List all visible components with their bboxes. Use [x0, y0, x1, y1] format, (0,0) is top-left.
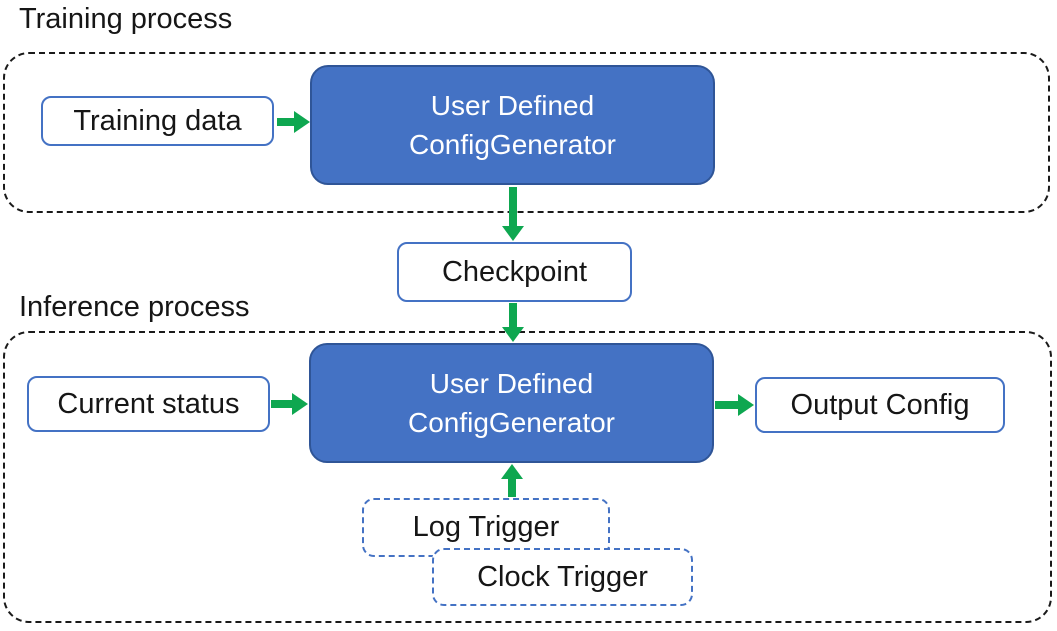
- arrow-shaft: [509, 187, 517, 227]
- arrow-right-head-icon: [294, 111, 310, 133]
- arrow-shaft: [508, 478, 516, 497]
- checkpoint-box: Checkpoint: [397, 242, 632, 302]
- arrow-generator-to-output-config: [715, 394, 754, 416]
- inference-config-generator-box: User Defined ConfigGenerator: [309, 343, 714, 463]
- arrow-checkpoint-to-generator: [502, 303, 524, 342]
- arrow-shaft: [509, 303, 517, 328]
- training-data-box: Training data: [41, 96, 274, 146]
- training-generator-line2: ConfigGenerator: [408, 129, 616, 160]
- arrow-down-head-icon: [502, 327, 524, 342]
- inference-generator-line1: User Defined: [429, 368, 594, 399]
- arrow-right-head-icon: [292, 393, 308, 415]
- inference-process-container: [3, 331, 1052, 623]
- log-trigger-box: Log Trigger: [362, 498, 610, 557]
- training-config-generator-box: User Defined ConfigGenerator: [310, 65, 715, 185]
- arrow-down-head-icon: [502, 226, 524, 241]
- training-generator-line1: User Defined: [430, 90, 595, 121]
- arrow-generator-to-checkpoint: [502, 187, 524, 241]
- arrow-triggers-to-generator: [501, 464, 523, 497]
- arrow-shaft: [277, 118, 295, 126]
- inference-generator-line2: ConfigGenerator: [407, 407, 615, 438]
- arrow-right-head-icon: [738, 394, 754, 416]
- training-process-label: Training process: [19, 3, 233, 35]
- output-config-box: Output Config: [755, 377, 1005, 433]
- training-process-container: [3, 52, 1050, 213]
- arrow-current-status-to-generator: [271, 393, 308, 415]
- arrow-shaft: [715, 401, 739, 409]
- inference-process-label: Inference process: [19, 291, 250, 323]
- current-status-box: Current status: [27, 376, 270, 432]
- arrow-shaft: [271, 400, 293, 408]
- arrow-up-head-icon: [501, 464, 523, 479]
- arrow-training-data-to-generator: [277, 111, 310, 133]
- clock-trigger-box: Clock Trigger: [432, 548, 693, 606]
